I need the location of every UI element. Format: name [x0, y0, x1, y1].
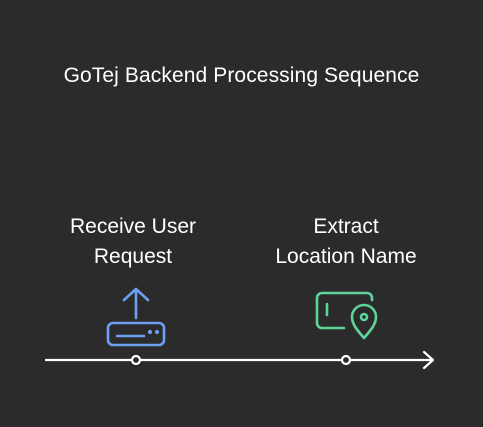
diagram-title: GoTej Backend Processing Sequence — [63, 64, 420, 87]
step-receive-user-request-label: Receive User Request — [69, 215, 197, 268]
timeline-marker-step-2 — [340, 354, 352, 366]
upload-to-server-icon — [106, 287, 166, 347]
timeline-arrowhead — [422, 350, 435, 370]
step-extract-location-name-label: Extract Location Name — [275, 215, 417, 268]
card-location-pin-icon — [315, 291, 378, 340]
timeline-marker-step-1 — [130, 354, 142, 366]
